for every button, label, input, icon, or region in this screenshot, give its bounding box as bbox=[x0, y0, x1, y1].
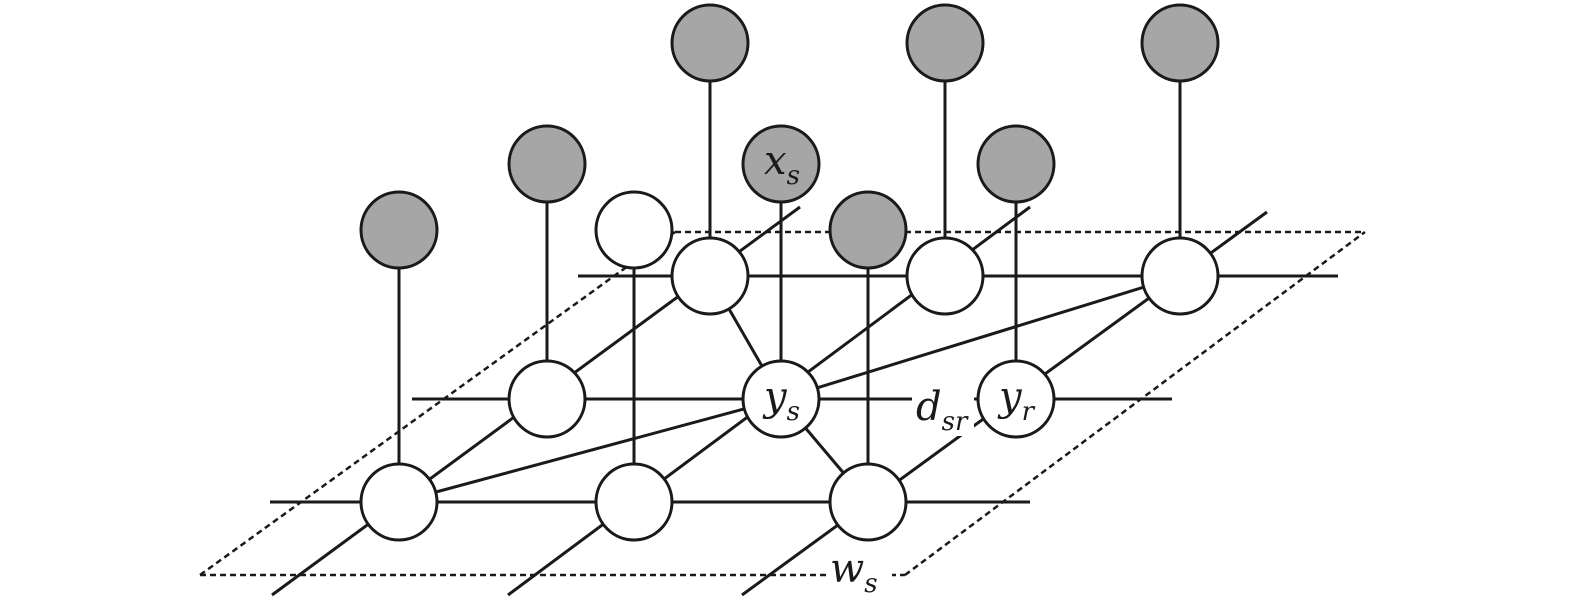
hidden-node bbox=[905, 236, 985, 316]
observed-node bbox=[828, 190, 908, 270]
label-y-r: yr bbox=[997, 374, 1036, 427]
hidden-nodes bbox=[359, 236, 1220, 542]
observed-node bbox=[905, 3, 985, 83]
observed-node bbox=[670, 3, 750, 83]
observed-node bbox=[1140, 3, 1220, 83]
hidden-node-yr bbox=[976, 359, 1056, 439]
hidden-node bbox=[594, 462, 674, 542]
hidden-node-back bbox=[594, 190, 674, 270]
dashed-plane bbox=[199, 230, 1366, 577]
edge-bl-ys bbox=[398, 397, 782, 504]
observed-node bbox=[507, 124, 587, 204]
observed-node bbox=[359, 190, 439, 270]
hidden-node bbox=[670, 236, 750, 316]
observed-nodes bbox=[359, 3, 1220, 270]
observed-node bbox=[976, 124, 1056, 204]
hidden-node bbox=[828, 462, 908, 542]
observed-node-xs bbox=[741, 124, 821, 204]
label-y-s: ys bbox=[762, 374, 800, 427]
label-w-s: ws bbox=[830, 546, 878, 599]
hidden-node bbox=[1140, 236, 1220, 316]
label-d-sr: dsr bbox=[916, 384, 969, 437]
edge-ys-tr bbox=[780, 274, 1181, 401]
hidden-node bbox=[507, 359, 587, 439]
hidden-node-ys bbox=[741, 359, 821, 439]
hidden-node bbox=[359, 462, 439, 542]
label-x-s: xs bbox=[764, 138, 800, 191]
